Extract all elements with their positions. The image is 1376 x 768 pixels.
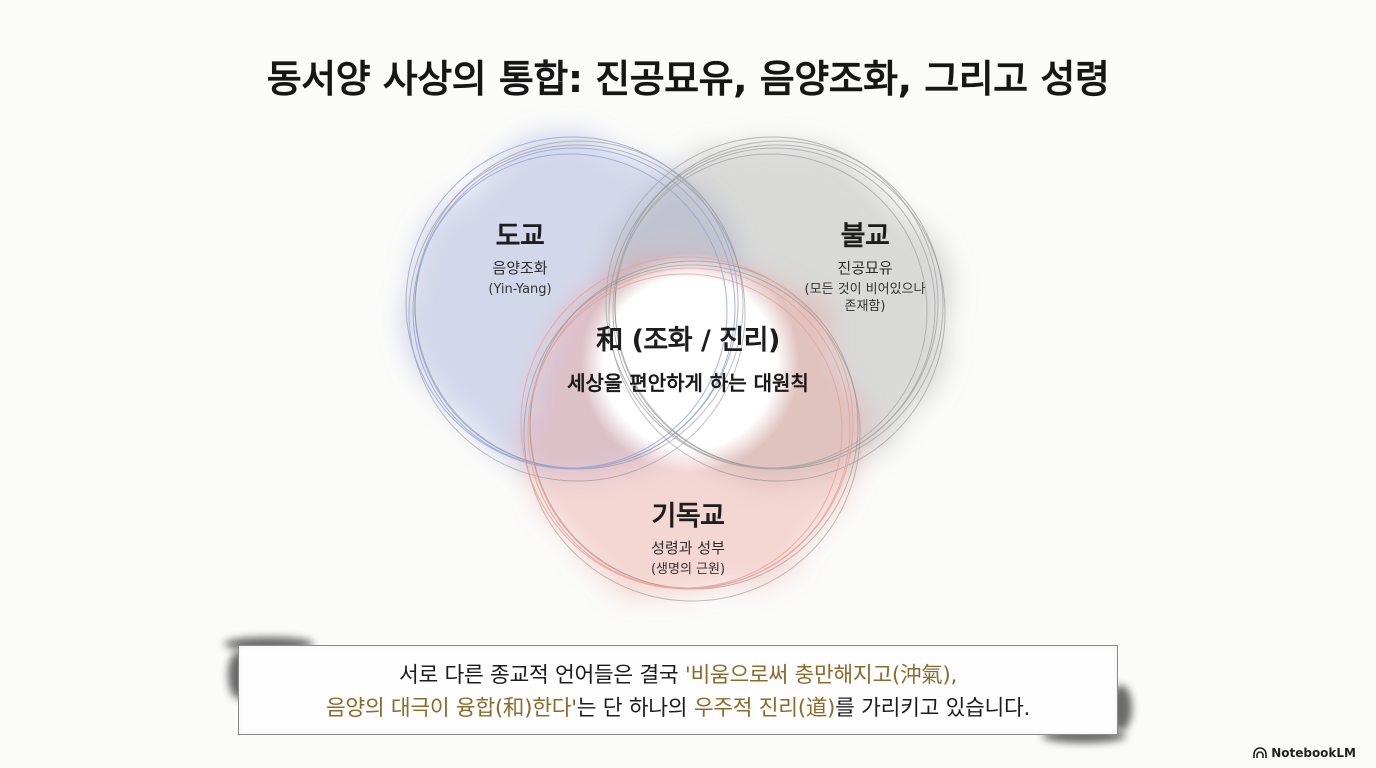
banner-line-2-highlight-a: 음양의 대극이 융합(和)한다' xyxy=(325,696,577,721)
taoism-outline-ring xyxy=(405,136,739,470)
banner-line-2-plain-b: 를 가리키고 있습니다. xyxy=(835,696,1031,721)
banner-line-1-highlight: '비움으로써 충만해지고(沖氣), xyxy=(684,663,957,688)
taoism-concept: 음양조화 xyxy=(492,259,548,277)
taoism-outline-ring xyxy=(412,153,728,469)
christianity-concept: 성령과 성부 xyxy=(651,539,725,557)
banner-line-1: 서로 다른 종교적 언어들은 결국 '비움으로써 충만해지고(沖氣), xyxy=(238,659,1118,692)
christianity-outline-ring xyxy=(527,273,843,589)
taoism-note: (Yin-Yang) xyxy=(488,282,552,297)
notebooklm-logo-icon xyxy=(1253,747,1267,758)
center-label: 和 (조화 / 진리) 세상을 편안하게 하는 대원칙 xyxy=(528,318,848,396)
brand-label: NotebookLM xyxy=(1271,746,1356,760)
buddhism-outline-ring xyxy=(605,136,939,470)
banner-text: 서로 다른 종교적 언어들은 결국 '비움으로써 충만해지고(沖氣), 음양의 … xyxy=(238,659,1118,725)
christianity-title: 기독교 xyxy=(651,501,725,532)
notebooklm-brand: NotebookLM xyxy=(1253,746,1356,760)
banner-line-2-plain-a: 는 단 하나의 xyxy=(576,696,694,721)
center-description: 세상을 편안하게 하는 대원칙 xyxy=(567,371,809,395)
buddhism-outline-ring xyxy=(612,153,928,469)
banner-line-2-highlight-b: 우주적 진리(道) xyxy=(693,696,836,721)
banner-frame xyxy=(238,645,1118,735)
banner-line-2: 음양의 대극이 융합(和)한다'는 단 하나의 우주적 진리(道)를 가리키고 … xyxy=(238,692,1118,725)
buddhism-note-line2: 존재함) xyxy=(844,299,886,314)
taoism-title: 도교 xyxy=(495,221,545,252)
christianity-outline-ring xyxy=(520,256,854,590)
page-title: 동서양 사상의 통합: 진공묘유, 음양조화, 그리고 성령 xyxy=(266,57,1110,101)
buddhism-title: 불교 xyxy=(840,221,890,252)
taoism-outline-ring xyxy=(408,144,746,482)
christianity-note: (생명의 근원) xyxy=(650,562,726,577)
summary-banner: 서로 다른 종교적 언어들은 결국 '비움으로써 충만해지고(沖氣), 음양의 … xyxy=(224,637,1132,743)
christianity-outline-ring xyxy=(523,264,861,602)
taoism-label: 도교 음양조화 (Yin-Yang) xyxy=(430,214,610,298)
christianity-label: 기독교 성령과 성부 (생명의 근원) xyxy=(598,494,778,578)
center-title: 和 (조화 / 진리) xyxy=(596,325,780,356)
banner-line-1-plain: 서로 다른 종교적 언어들은 결국 xyxy=(399,663,685,688)
buddhism-note-line1: (모든 것이 비어있으나 xyxy=(804,282,926,297)
buddhism-outline-ring xyxy=(608,144,946,482)
circle-outlines xyxy=(405,136,946,602)
buddhism-concept: 진공묘유 xyxy=(837,259,893,277)
buddhism-label: 불교 진공묘유 (모든 것이 비어있으나 존재함) xyxy=(770,214,960,315)
